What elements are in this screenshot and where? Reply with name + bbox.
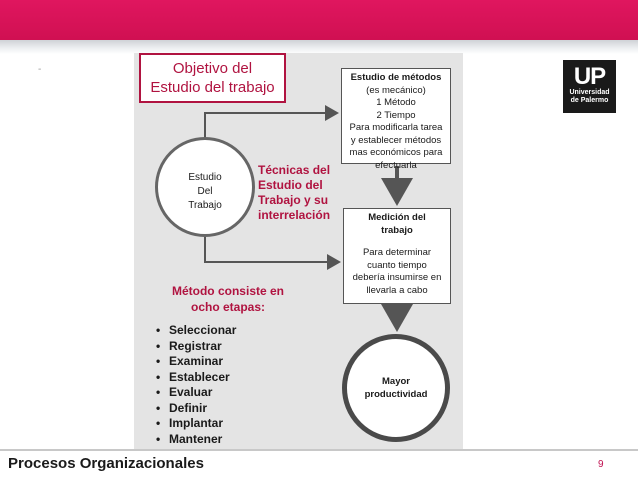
list-item: Registrar [156,339,236,355]
methods-line: y establecer métodos [350,134,442,146]
list-item: Mantener [156,432,236,448]
methods-line: efectuarla [375,159,417,171]
methods-line: 2 Tiempo [376,109,416,121]
footer-title: Procesos Organizacionales [8,455,204,472]
work-measurement-box: Medición del trabajo Para determinar cua… [343,208,451,304]
list-item: Establecer [156,370,236,386]
method-caption-line: Método consiste en [171,284,284,298]
objective-line-2: Estudio del trabajo [150,79,275,96]
techniques-line: Técnicas del [258,163,331,177]
page-number: 9 [598,459,604,470]
list-item: Seleccionar [156,323,236,339]
methods-line: (es mecánico) [366,84,426,96]
arrow-to-methods [204,105,339,137]
productivity-label: productividad [364,389,428,400]
techniques-caption: Técnicas del Estudio del Trabajo y su in… [258,163,348,223]
productivity-circle: Mayor productividad [342,334,450,442]
list-item: Examinar [156,354,236,370]
list-item: Definir [156,401,236,417]
method-caption-line: ocho etapas: [190,300,265,314]
methods-title: Estudio de métodos [350,72,442,83]
techniques-line: Trabajo y su [258,193,329,207]
methods-line: mas económicos para [349,147,443,158]
work-study-label: Del [197,186,213,197]
header-banner [0,0,638,40]
dot-mark: - [38,64,42,75]
measure-line: llevarla a cabo [366,284,428,296]
steps-list: Seleccionar Registrar Examinar Establece… [156,323,236,447]
objective-line-1: Objetivo del [172,60,253,77]
university-logo: UP Universidad de Palermo [563,60,616,113]
work-study-label: Estudio [188,172,222,183]
methods-line: Para modificarla tarea [349,122,443,133]
measure-line: Para determinar [362,247,432,258]
techniques-line: interrelación [258,208,331,222]
logo-subtext: de Palermo [570,97,609,104]
list-item: Evaluar [156,385,236,401]
work-study-circle: Estudio Del Trabajo [155,137,255,237]
measure-title-1: Medición del [368,212,426,223]
productivity-label: Mayor [382,376,410,387]
measure-line: cuanto tiempo [367,259,427,271]
arrow-to-measure [204,237,341,270]
methods-line: 1 Método [376,97,416,108]
logo-text: UP [573,63,606,90]
techniques-line: Estudio del [258,178,323,192]
methods-study-box: Estudio de métodos (es mecánico) 1 Métod… [341,68,451,171]
measure-line: debería insumirse en [352,272,442,283]
method-caption: Método consiste en ocho etapas: [158,283,298,315]
header-shadow [0,40,638,54]
list-item: Implantar [156,416,236,432]
footer-divider [0,449,638,451]
objective-box: Objetivo del Estudio del trabajo [139,53,286,103]
logo-subtext: Universidad [569,89,610,96]
measure-title-2: trabajo [381,224,413,236]
work-study-label: Trabajo [188,200,222,211]
